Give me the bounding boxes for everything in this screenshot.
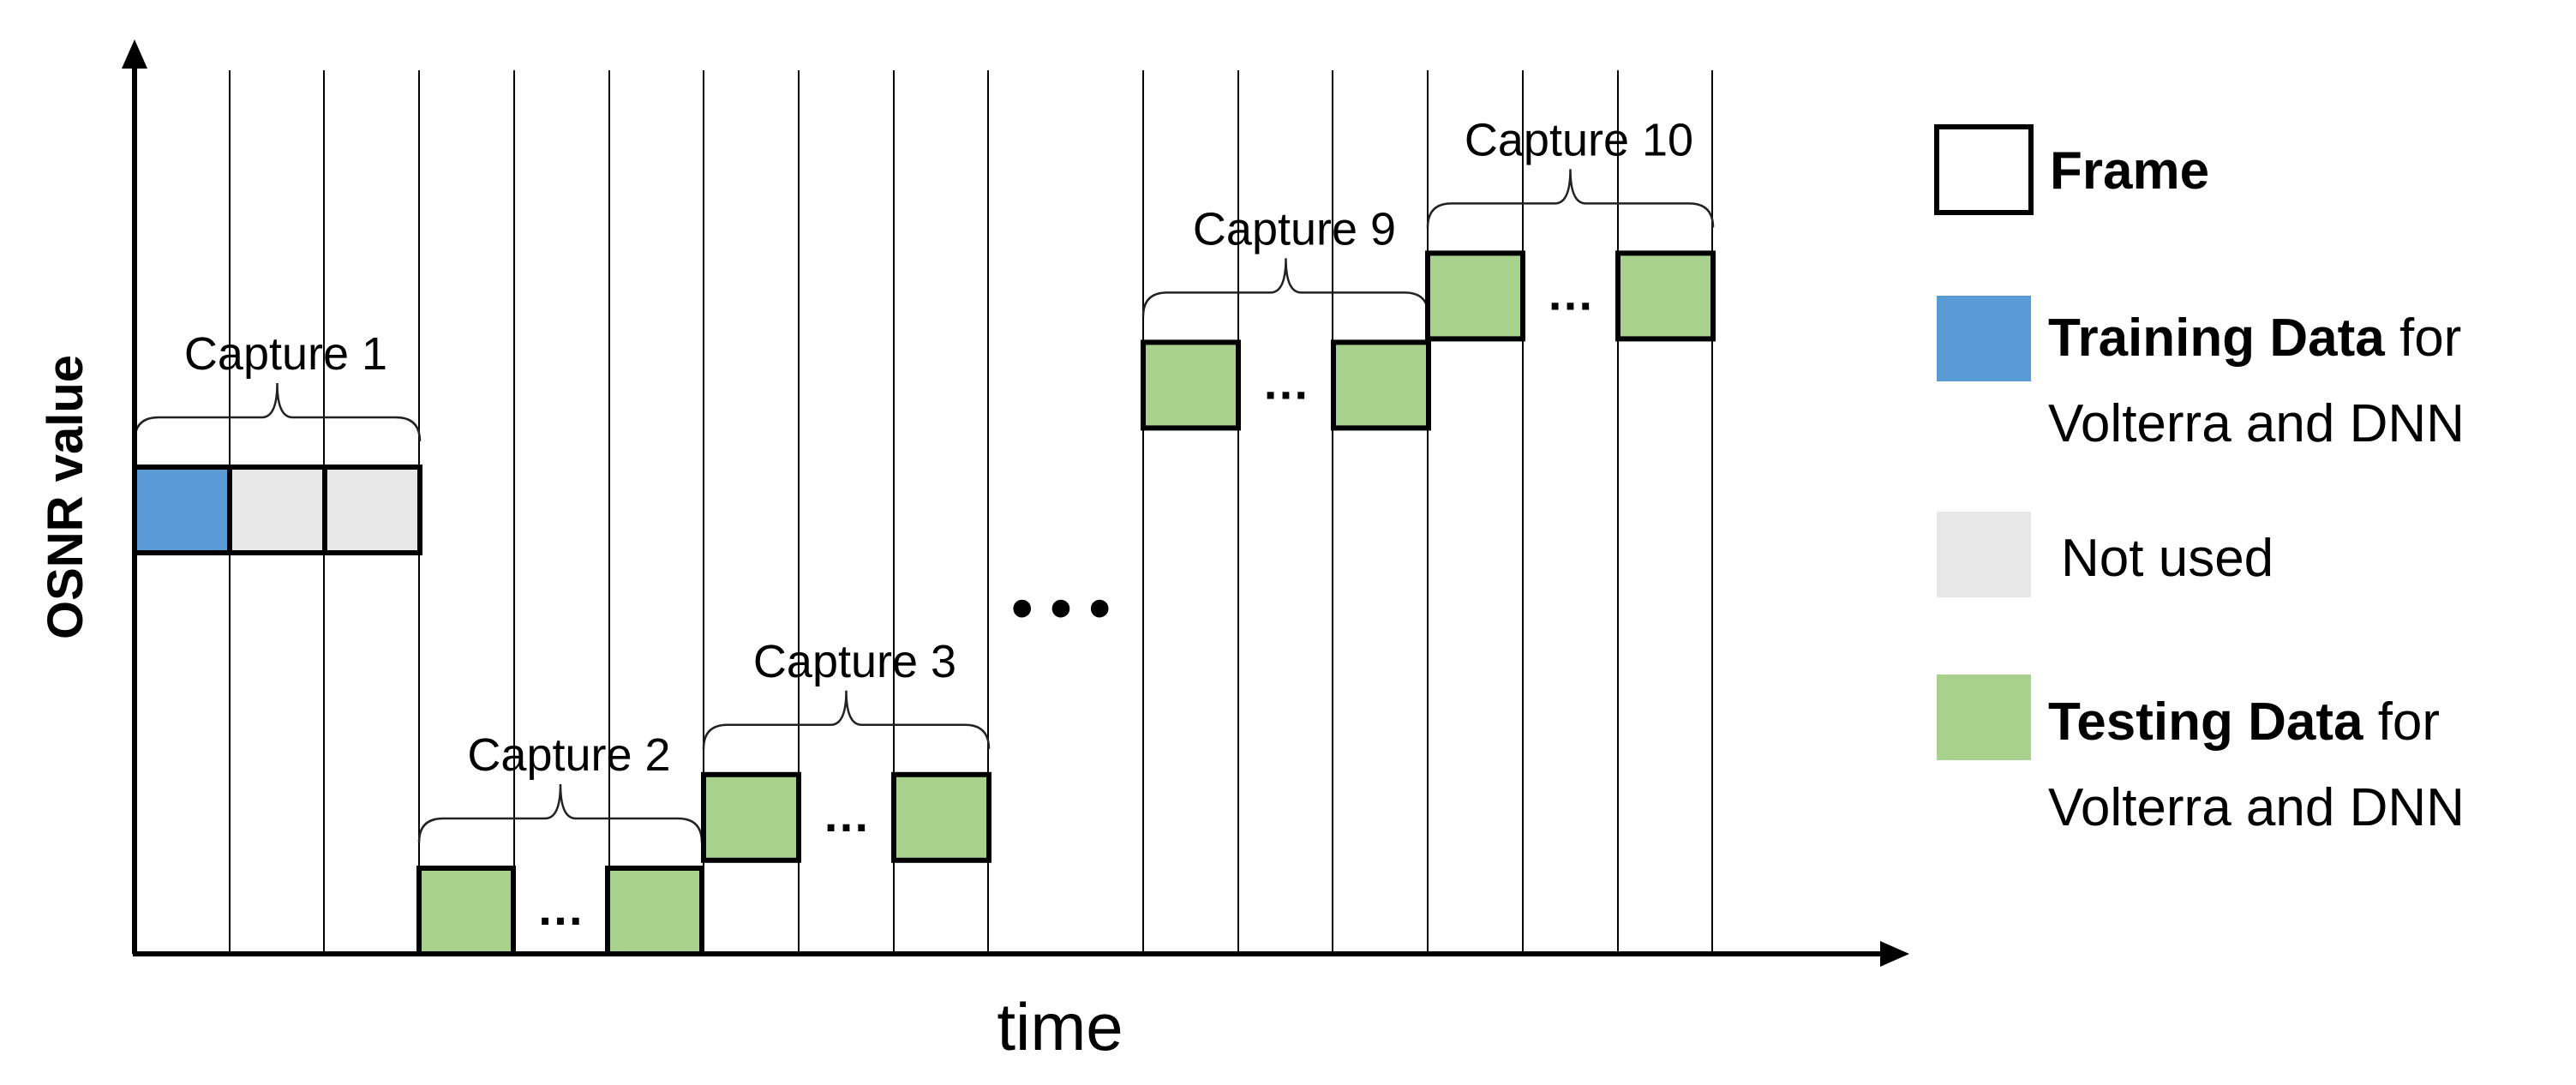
capture-label: Capture 2 [467,729,670,781]
testing-frame [416,866,516,956]
captures-layer: Capture 1…Capture 2…Capture 3…Capture 9…… [132,114,1716,956]
frame-ellipsis: … [536,881,584,935]
training-frame [132,465,232,555]
capture-label: Capture 3 [753,636,956,687]
legend-training-label: Training Data for [2048,309,2461,368]
y-axis-arrowhead [122,39,147,69]
capture-group: Capture 1 [132,328,422,555]
not_used-frame [227,465,327,555]
testing-frame [891,771,991,863]
x-axis-arrowhead [1880,941,1909,967]
capture-label: Capture 9 [1193,203,1396,255]
testing-frame [1425,250,1525,342]
capture-label: Capture 1 [184,328,387,380]
legend-testing-line2: Volterra and DNN [2048,778,2465,837]
legend: Frame Training Data for Volterra and DNN… [1934,124,2465,837]
legend-training-bold: Training Data [2048,309,2385,368]
legend-frame-swatch [1934,124,2034,215]
legend-frame-label: Frame [2050,141,2209,201]
capture-brace [702,690,991,749]
testing-frame [1615,250,1716,342]
capture-brace [417,783,704,843]
capture-group: … Capture 2 [416,729,704,956]
frame-ellipsis: … [823,788,871,842]
testing-frame [605,866,704,956]
not_used-frame [322,465,422,555]
axes [122,39,1909,967]
capture-group: … Capture 3 [701,636,991,863]
frame-ellipsis: … [1262,355,1310,409]
capture-brace [1426,169,1715,228]
capture-label: Capture 10 [1465,114,1693,165]
capture-group: … Capture 9 [1141,203,1431,431]
legend-training-line2: Volterra and DNN [2048,394,2465,453]
testing-frame [1141,339,1241,431]
legend-testing-label: Testing Data for [2048,692,2440,752]
legend-training-rest: for [2385,309,2462,368]
capture-brace [1141,258,1430,317]
frame-ellipsis: … [1547,266,1595,320]
legend-not-used-swatch [1937,512,2031,597]
capture-brace [133,382,422,442]
legend-not-used-label: Not used [2061,529,2273,588]
testing-frame [1331,339,1431,431]
legend-training-swatch [1937,296,2031,381]
legend-testing-bold: Testing Data [2048,692,2363,752]
legend-testing-rest: for [2363,692,2440,752]
legend-testing-swatch [1937,674,2031,760]
x-axis-label: time [997,989,1123,1064]
testing-frame [701,771,801,863]
frame-grid-lines [229,70,1713,954]
y-axis-label: OSNR value [38,355,93,639]
between-captures-ellipsis: • • • [1011,574,1111,643]
capture-group: … Capture 10 [1425,114,1716,342]
